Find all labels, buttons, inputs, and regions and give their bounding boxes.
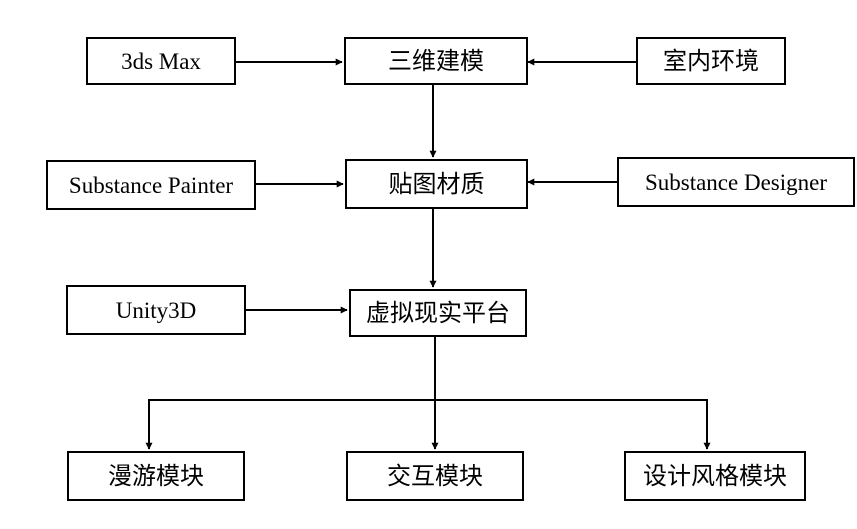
node-substance-designer: Substance Designer	[617, 157, 855, 207]
node-substance-painter: Substance Painter	[46, 160, 256, 210]
node-interaction-module: 交互模块	[346, 451, 524, 501]
node-unity3d: Unity3D	[66, 285, 246, 335]
node-design-style-module: 设计风格模块	[624, 451, 806, 501]
node-3ds-max: 3ds Max	[86, 37, 236, 85]
node-texture-material: 贴图材质	[345, 159, 528, 209]
node-3d-modeling: 三维建模	[344, 37, 528, 85]
node-vr-platform: 虚拟现实平台	[349, 289, 527, 337]
node-roaming-module: 漫游模块	[67, 451, 245, 501]
node-indoor-environment: 室内环境	[636, 37, 786, 85]
